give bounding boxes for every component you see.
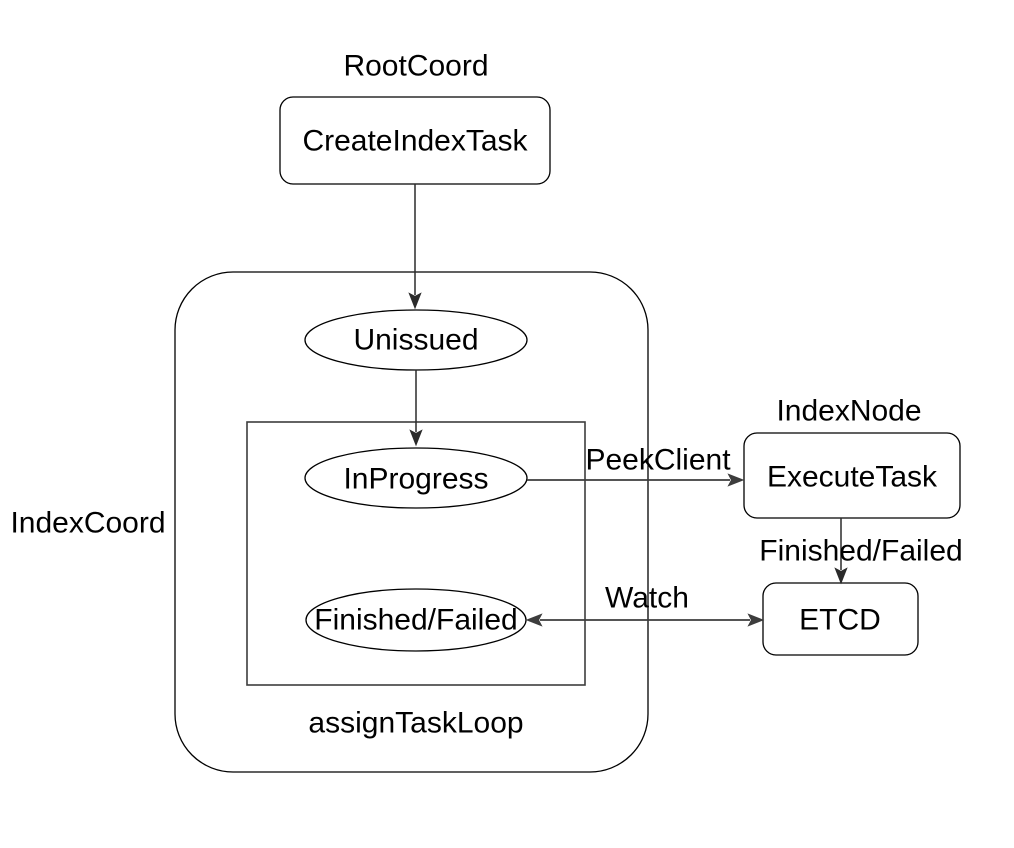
create-index-task-label: CreateIndexTask <box>302 124 528 158</box>
in-progress-ellipse <box>304 447 528 509</box>
index-coord-container <box>174 271 649 773</box>
index-coord-label: IndexCoord <box>10 506 166 540</box>
unissued-label: Unissued <box>353 323 479 357</box>
arrow-create-to-unissued <box>408 184 422 310</box>
execute-task-label: ExecuteTask <box>766 460 938 494</box>
etcd-label: ETCD <box>799 603 881 637</box>
arrow-unissued-to-inprogress <box>409 370 423 447</box>
in-progress-label: InProgress <box>343 462 489 496</box>
index-node-label: IndexNode <box>776 394 922 428</box>
peek-client-edge-label: PeekClient <box>585 443 731 477</box>
execute-task-box <box>743 432 961 519</box>
assign-task-loop-label: assignTaskLoop <box>308 706 524 740</box>
arrow-finished-failed <box>834 518 848 585</box>
arrow-watch <box>525 613 765 627</box>
finished-failed-state-label: Finished/Failed <box>314 603 518 637</box>
finished-failed-edge-label: Finished/Failed <box>759 534 963 568</box>
root-coord-label: RootCoord <box>343 49 489 83</box>
arrow-peek-client <box>527 473 745 487</box>
watch-edge-label: Watch <box>605 581 689 615</box>
